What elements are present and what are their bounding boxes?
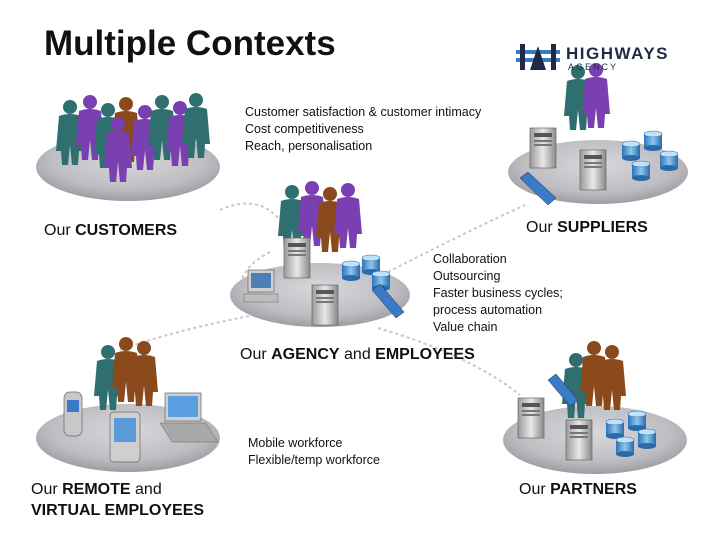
note-line: Reach, personalisation	[245, 139, 373, 153]
highways-agency-logo: HIGHWAYS AGENCY	[514, 42, 674, 72]
label-strong: SUPPLIERS	[557, 219, 648, 236]
customers-label: Our CUSTOMERS	[44, 220, 177, 241]
remote-devices-icon	[63, 337, 219, 463]
note-line: Outsourcing	[433, 269, 501, 283]
label-strong: REMOTE	[62, 481, 131, 498]
label-prefix: Our	[526, 219, 558, 236]
note-line: process automation	[433, 303, 543, 317]
customers-notes: Customer satisfaction & customer intimac…	[245, 104, 481, 155]
label-prefix: Our	[31, 481, 63, 498]
label-strong: CUSTOMERS	[75, 222, 178, 239]
label-prefix: Our	[44, 222, 76, 239]
note-line: Faster business cycles;	[433, 286, 563, 300]
label-strong: PARTNERS	[550, 481, 637, 498]
logo-text-secondary: AGENCY	[568, 62, 619, 72]
label-strong: VIRTUAL EMPLOYEES	[31, 502, 205, 519]
label-joiner: and	[339, 346, 376, 363]
label-strong: EMPLOYEES	[375, 346, 475, 363]
note-line: Flexible/temp workforce	[248, 453, 380, 467]
label-strong: AGENCY	[271, 346, 340, 363]
note-line: Cost competitiveness	[245, 122, 364, 136]
suppliers-notes: Collaboration Outsourcing Faster busines…	[433, 251, 563, 336]
partners-label: Our PARTNERS	[519, 479, 637, 500]
note-line: Collaboration	[433, 252, 507, 266]
label-prefix: Our	[519, 481, 551, 498]
connector-agency-partners	[377, 327, 521, 396]
label-prefix: Our	[240, 346, 272, 363]
partners-systems-icon	[517, 341, 657, 461]
remote-notes: Mobile workforce Flexible/temp workforce	[248, 435, 380, 469]
note-line: Mobile workforce	[248, 436, 343, 450]
page-title: Multiple Contexts	[44, 24, 336, 63]
connector-customers-agency	[219, 202, 289, 233]
logo-text-primary: HIGHWAYS	[566, 44, 670, 63]
logo-mark-icon	[516, 44, 560, 70]
suppliers-label: Our SUPPLIERS	[526, 217, 648, 238]
suppliers-systems-icon	[519, 63, 679, 206]
label-joiner: and	[130, 481, 162, 498]
note-line: Customer satisfaction & customer intimac…	[245, 105, 482, 119]
remote-label: Our REMOTE and VIRTUAL EMPLOYEES	[31, 479, 204, 521]
agency-label: Our AGENCY and EMPLOYEES	[240, 344, 475, 365]
note-line: Value chain	[433, 320, 498, 334]
connector-agency-suppliers	[387, 204, 526, 273]
agency-systems-icon	[243, 181, 405, 326]
